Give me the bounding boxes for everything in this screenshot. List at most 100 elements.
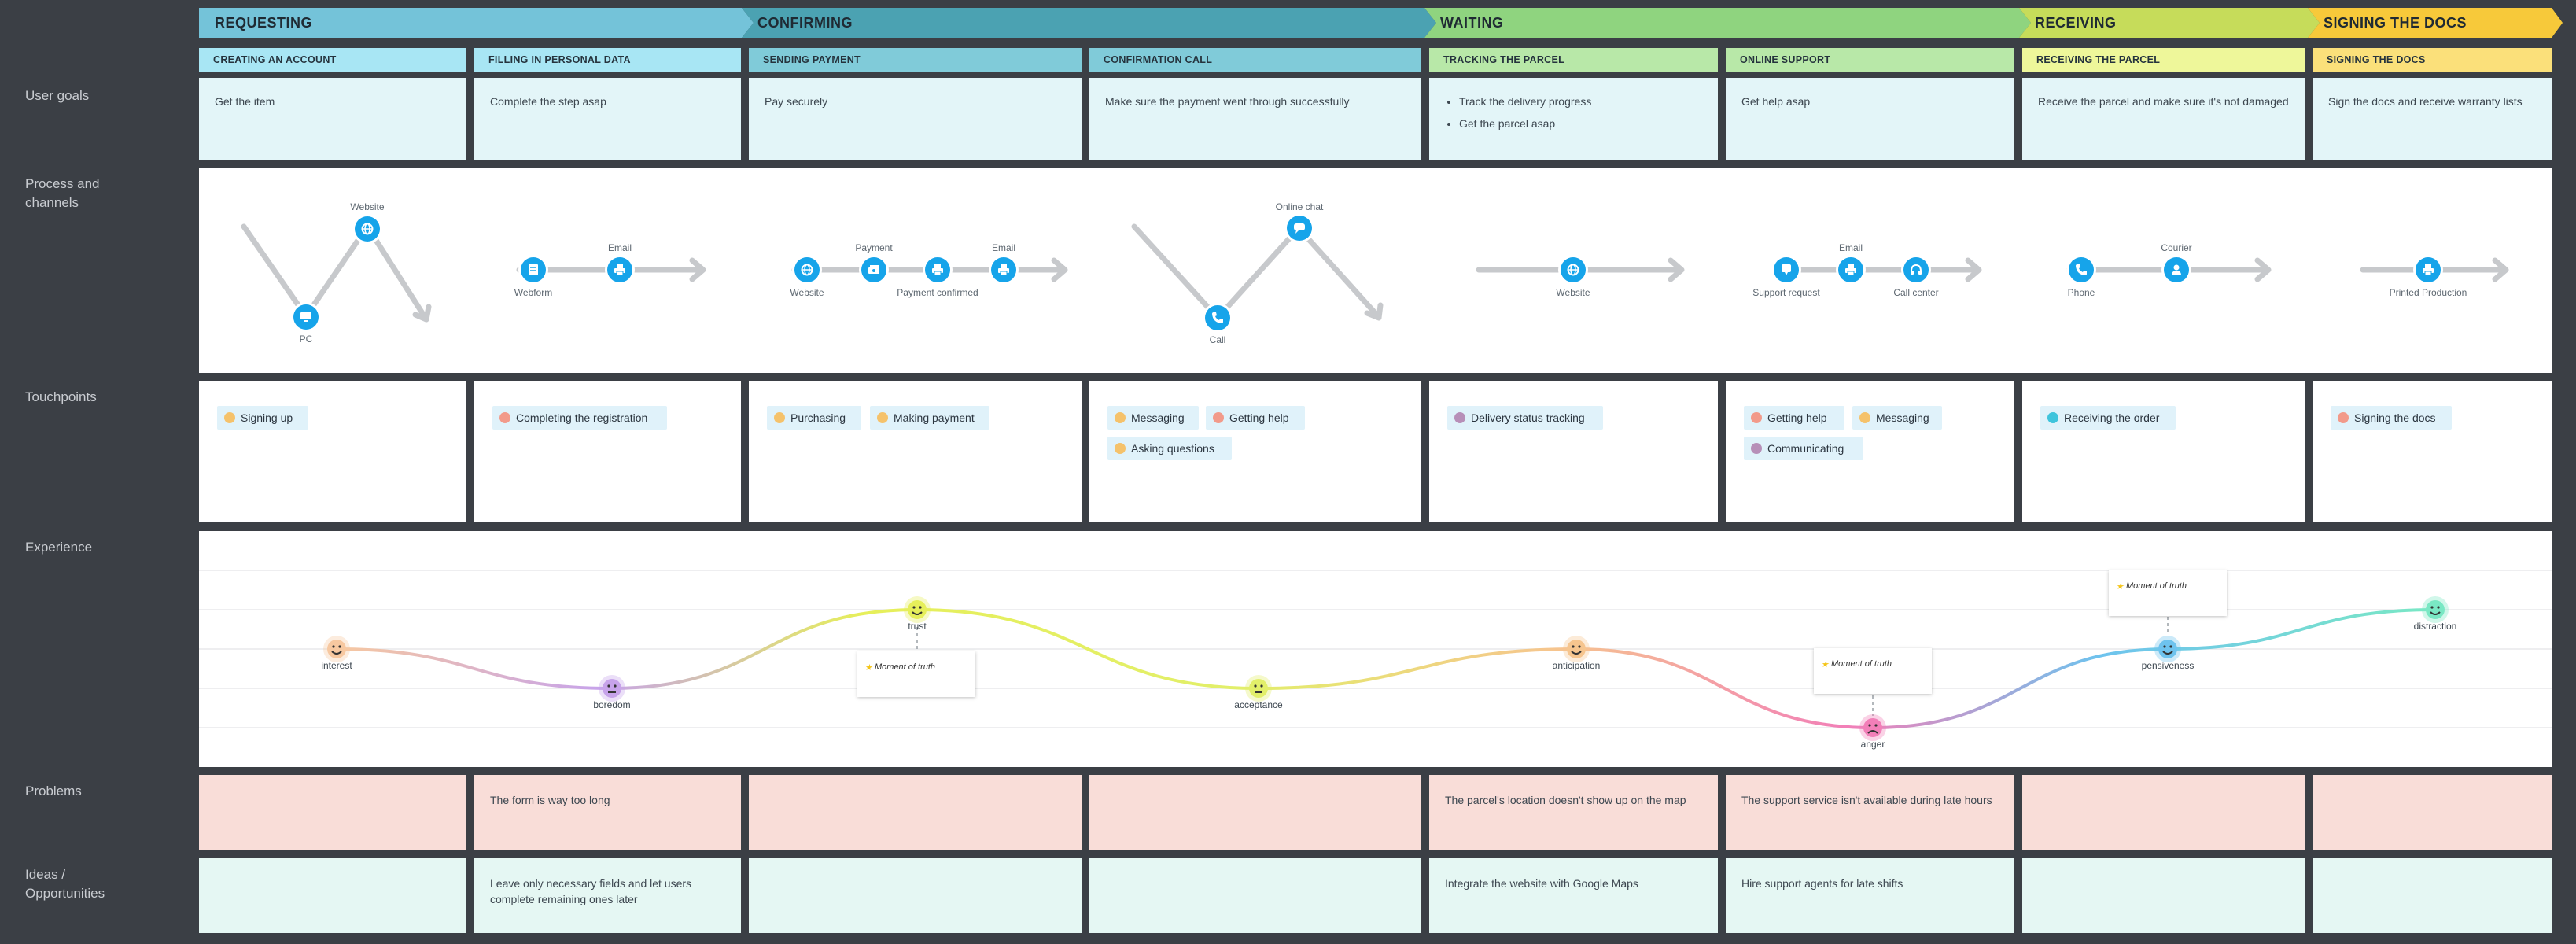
problem-cell — [199, 775, 466, 850]
phase-requesting: REQUESTING — [199, 8, 742, 38]
row-label-ideas: Ideas / Opportunities — [25, 867, 105, 901]
emotion-face-icon — [1244, 674, 1273, 702]
phase-receiving: RECEIVING — [2019, 8, 2308, 38]
flow-arrowhead — [1051, 257, 1068, 282]
goal-list: Track the delivery progress Get the parc… — [1445, 94, 1705, 138]
flow-arrowhead — [1668, 257, 1685, 282]
phase-arrow-receiving — [2019, 8, 2320, 38]
channel-node-email — [991, 257, 1016, 282]
chat-icon — [1294, 223, 1305, 234]
touchpoint-chip: Getting help — [1744, 406, 1844, 430]
touchpoint-dot — [2047, 412, 2058, 423]
goal-text: Pay securely — [765, 95, 828, 108]
phase-arrow-confirming — [742, 8, 1436, 38]
row-label-touchpoints: Touchpoints — [25, 389, 97, 404]
phase-arrow-requesting — [199, 8, 754, 38]
channel-label: Support request — [1752, 287, 1820, 298]
emotion-label: trust — [908, 621, 927, 632]
channel-label: Printed Production — [2389, 287, 2467, 298]
row-label-goals: User goals — [25, 88, 90, 103]
problem-cell — [2022, 775, 2305, 850]
phase-arrow-waiting — [1424, 8, 2031, 38]
idea-cell: Integrate the website with Google Maps — [1429, 858, 1718, 933]
emotion-label: anger — [1860, 739, 1885, 750]
stage-header-creating-account: CREATING AN ACCOUNT — [199, 48, 466, 72]
channel-node-call — [1205, 305, 1230, 330]
emotion-label: pensiveness — [2141, 660, 2195, 671]
stage-header-online-support: ONLINE SUPPORT — [1726, 48, 2014, 72]
goal-cell: Get the item — [199, 78, 466, 160]
channel-label: Courier — [2161, 242, 2192, 253]
emotion-face-icon — [903, 596, 931, 624]
channel-node-webform — [521, 257, 546, 282]
stage-header-signing-docs: SIGNING THE DOCS — [2313, 48, 2552, 72]
emotion-face-icon — [322, 635, 351, 663]
touchpoint-cell — [2313, 381, 2552, 522]
channel-label: Payment — [855, 242, 893, 253]
idea-text: Leave only necessary fields and let user… — [490, 877, 692, 905]
channel-label: Email — [1838, 242, 1863, 253]
problem-cell — [2313, 775, 2552, 850]
cash-icon — [868, 265, 879, 274]
phase-arrow-signing — [2308, 8, 2563, 38]
flow-arrowhead — [689, 257, 706, 282]
touchpoint-chip: Messaging — [1852, 406, 1942, 430]
goal-cell: Sign the docs and receive warranty lists — [2313, 78, 2552, 160]
touchpoint-dot — [774, 412, 785, 423]
touchpoint-chip: Getting help — [1206, 406, 1305, 430]
touchpoint-chip: Asking questions — [1107, 437, 1232, 460]
touchpoint-chip: Messaging — [1107, 406, 1199, 430]
channel-node-online-chat — [1287, 216, 1312, 241]
flow-arrowhead — [2492, 257, 2509, 282]
stage-header-filling-data: FILLING IN PERSONAL DATA — [474, 48, 741, 72]
idea-text: Integrate the website with Google Maps — [1445, 877, 1638, 890]
phase-label: CONFIRMING — [757, 15, 853, 31]
idea-cell — [1089, 858, 1421, 933]
touchpoint-dot — [1454, 412, 1465, 423]
request-icon — [1782, 264, 1791, 275]
goal-list-item: Track the delivery progress — [1459, 94, 1705, 109]
star-icon: ★ — [1821, 660, 1829, 669]
problem-cell — [749, 775, 1082, 850]
idea-cell — [2313, 858, 2552, 933]
emotion-face-icon — [598, 674, 626, 702]
row-label-problems: Problems — [25, 784, 82, 798]
emotion-face-icon — [1859, 714, 1887, 742]
phone-icon — [2076, 264, 2087, 275]
channel-node-support-request — [1774, 257, 1799, 282]
phase-label: REQUESTING — [215, 15, 313, 31]
printer-icon — [2423, 264, 2434, 276]
touchpoint-dot — [224, 412, 235, 423]
goal-cell: Get help asap — [1726, 78, 2014, 160]
channel-node-payment — [861, 257, 886, 282]
emotion-label: acceptance — [1234, 699, 1283, 710]
touchpoint-cell — [2022, 381, 2305, 522]
emotion-face-icon — [2154, 635, 2182, 663]
touchpoint-chip: Making payment — [870, 406, 989, 430]
channel-node-printed-production — [2416, 257, 2441, 282]
problem-cell: The support service isn't available duri… — [1726, 775, 2014, 850]
flow-line — [241, 223, 429, 323]
emotion-face-icon — [2421, 596, 2449, 624]
star-icon: ★ — [864, 663, 872, 673]
touchpoint-cell — [199, 381, 466, 522]
goal-text: Make sure the payment went through succe… — [1105, 95, 1350, 108]
flow-arrowhead — [2254, 257, 2272, 282]
channel-node-payment-confirmed — [925, 257, 950, 282]
channel-node-phone — [2069, 257, 2094, 282]
touchpoint-dot — [1751, 412, 1762, 423]
emotion-label: anticipation — [1552, 660, 1601, 671]
touchpoint-dot — [1751, 443, 1762, 454]
goal-cell: Make sure the payment went through succe… — [1089, 78, 1421, 160]
stage-header-confirmation-call: CONFIRMATION CALL — [1089, 48, 1421, 72]
moment-of-truth-label: Moment of truth — [875, 662, 936, 672]
goal-cell: Pay securely — [749, 78, 1082, 160]
problem-cell — [1089, 775, 1421, 850]
phase-label: SIGNING THE DOCS — [2324, 15, 2467, 31]
problem-cell: The parcel's location doesn't show up on… — [1429, 775, 1718, 850]
flow-arrowhead — [1364, 302, 1384, 321]
channel-node-call-center — [1903, 257, 1929, 282]
problem-text: The support service isn't available duri… — [1741, 794, 1992, 806]
idea-text: Hire support agents for late shifts — [1741, 877, 1903, 890]
printer-icon — [614, 264, 625, 276]
